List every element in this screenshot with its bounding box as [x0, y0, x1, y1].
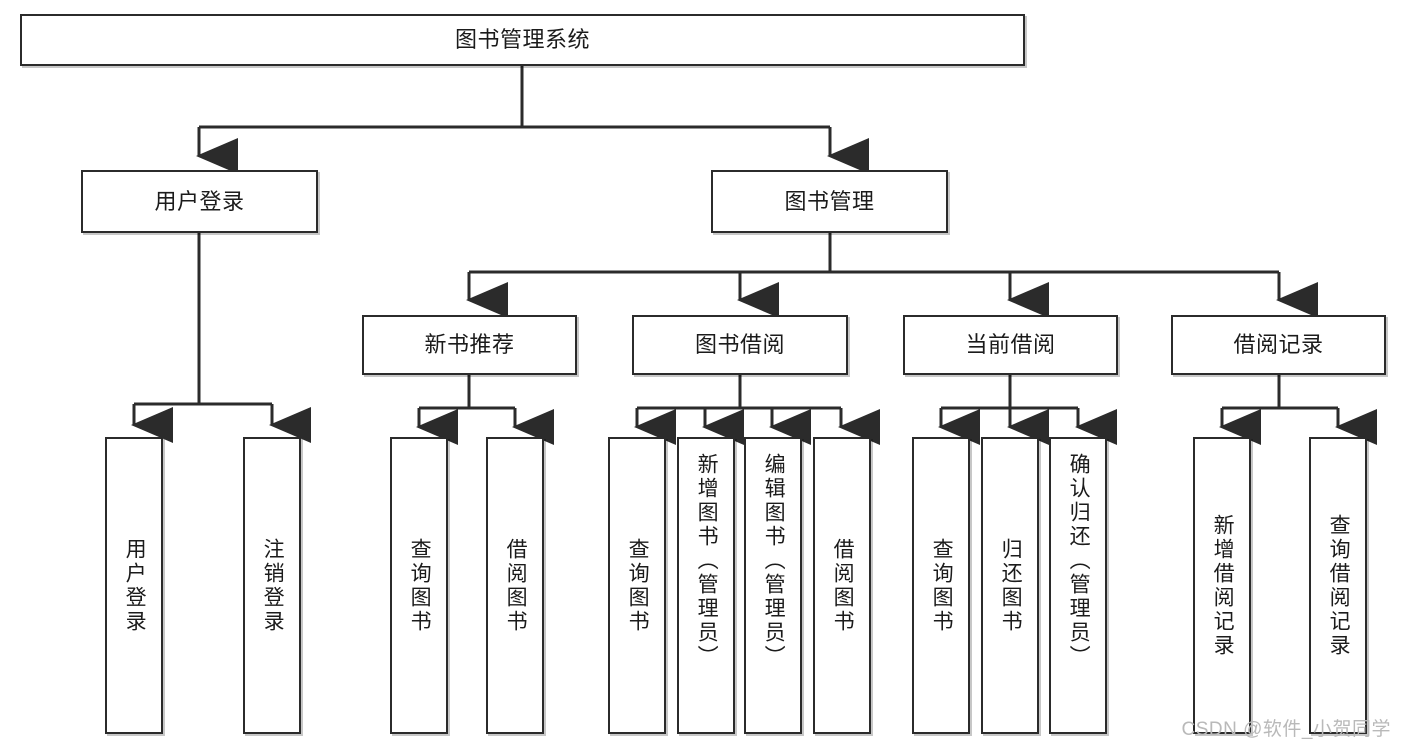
node-borrow-record-label: 借阅记录: [1233, 332, 1324, 358]
node-leaf-borrow-book-2-label: 借阅图书: [831, 537, 855, 634]
node-book-borrow-label: 图书借阅: [694, 332, 785, 358]
node-leaf-add-record[interactable]: 新增借阅记录: [1193, 437, 1251, 734]
node-leaf-query-record-label: 查询借阅记录: [1327, 513, 1351, 658]
node-new-book-recommend-label: 新书推荐: [424, 332, 515, 358]
node-leaf-edit-book[interactable]: 编辑图书（管理员）: [744, 437, 802, 734]
node-leaf-query-book-2[interactable]: 查询图书: [608, 437, 666, 734]
node-leaf-borrow-book-1-label: 借阅图书: [504, 537, 528, 634]
node-leaf-add-record-label: 新增借阅记录: [1211, 513, 1235, 658]
node-current-borrow[interactable]: 当前借阅: [903, 315, 1118, 375]
node-leaf-edit-book-label: 编辑图书（管理员）: [762, 453, 786, 669]
node-leaf-confirm-return[interactable]: 确认归还（管理员）: [1049, 437, 1107, 734]
node-leaf-add-book-label: 新增图书（管理员）: [695, 453, 719, 669]
node-book-management[interactable]: 图书管理: [711, 170, 948, 233]
node-leaf-borrow-book-2[interactable]: 借阅图书: [813, 437, 871, 734]
node-leaf-query-book-2-label: 查询图书: [626, 537, 650, 634]
node-leaf-borrow-book-1[interactable]: 借阅图书: [486, 437, 544, 734]
node-user-login-label: 用户登录: [154, 188, 245, 214]
node-leaf-return-book-label: 归还图书: [999, 537, 1023, 634]
node-leaf-query-book-1[interactable]: 查询图书: [390, 437, 448, 734]
node-leaf-query-book-3[interactable]: 查询图书: [912, 437, 970, 734]
node-leaf-confirm-return-label: 确认归还（管理员）: [1067, 453, 1091, 669]
node-leaf-query-book-1-label: 查询图书: [408, 537, 432, 634]
node-leaf-logout-login-label: 注销登录: [261, 537, 285, 634]
node-leaf-user-login-label: 用户登录: [123, 537, 147, 634]
node-new-book-recommend[interactable]: 新书推荐: [362, 315, 577, 375]
node-leaf-user-login[interactable]: 用户登录: [105, 437, 163, 734]
node-leaf-query-book-3-label: 查询图书: [930, 537, 954, 634]
node-leaf-add-book[interactable]: 新增图书（管理员）: [677, 437, 735, 734]
node-book-borrow[interactable]: 图书借阅: [632, 315, 848, 375]
node-root[interactable]: 图书管理系统: [20, 14, 1025, 66]
node-book-management-label: 图书管理: [784, 188, 875, 214]
node-leaf-return-book[interactable]: 归还图书: [981, 437, 1039, 734]
watermark-text: CSDN @软件_小贺同学: [1181, 719, 1391, 740]
node-user-login[interactable]: 用户登录: [81, 170, 318, 233]
node-current-borrow-label: 当前借阅: [965, 332, 1056, 358]
node-borrow-record[interactable]: 借阅记录: [1171, 315, 1386, 375]
node-root-label: 图书管理系统: [454, 27, 590, 53]
node-leaf-logout-login[interactable]: 注销登录: [243, 437, 301, 734]
node-leaf-query-record[interactable]: 查询借阅记录: [1309, 437, 1367, 734]
